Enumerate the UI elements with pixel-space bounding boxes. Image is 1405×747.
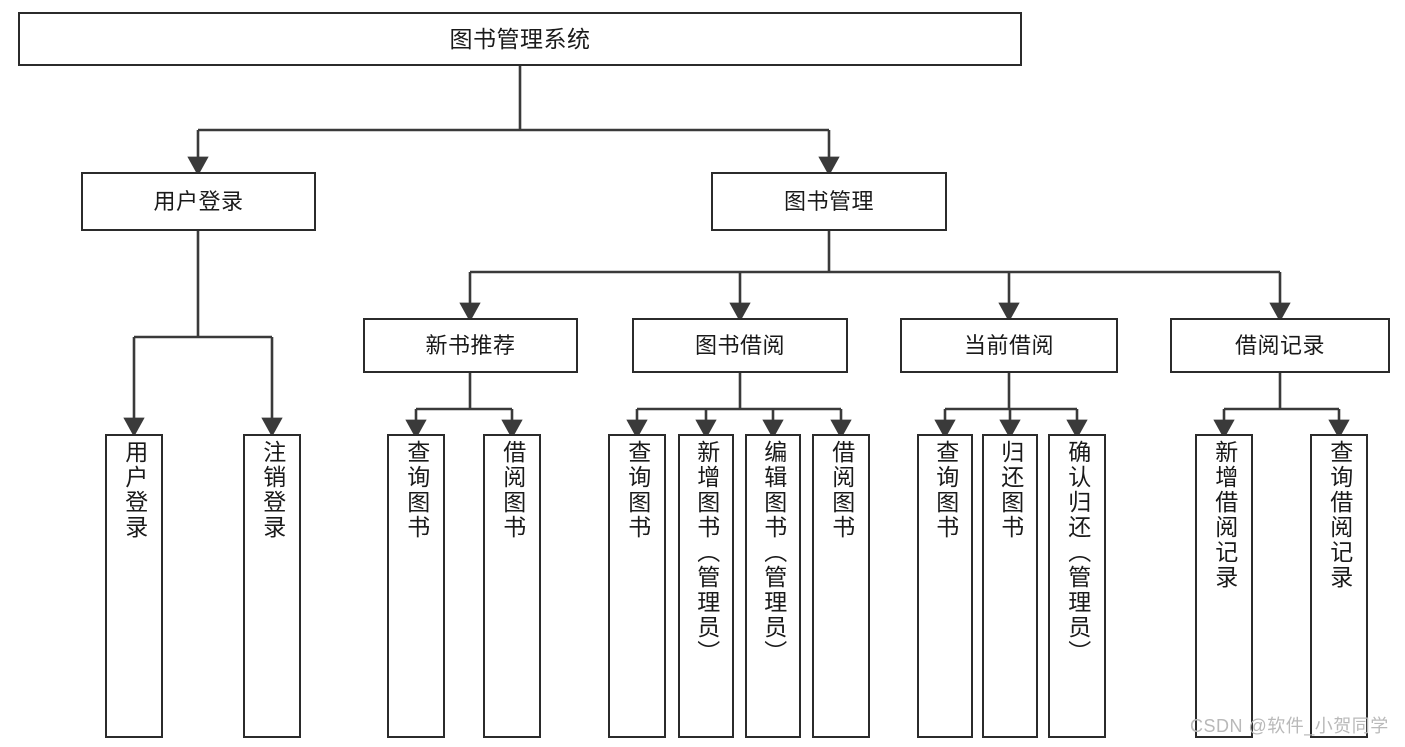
node-label: 查询图书	[932, 440, 959, 540]
node-label: 图书借阅	[694, 332, 785, 358]
node-label: 当前借阅	[963, 332, 1054, 358]
node-book-borrow[interactable]: 图书借阅	[632, 318, 848, 373]
node-new-book-recommend[interactable]: 新书推荐	[363, 318, 578, 373]
leaf-return-book[interactable]: 归还图书	[982, 434, 1038, 738]
node-label: 归还图书	[997, 440, 1024, 540]
node-label: 查询借阅记录	[1326, 440, 1353, 590]
node-label: 编辑图书（管理员）	[760, 440, 787, 665]
node-book-manage-module[interactable]: 图书管理	[711, 172, 947, 231]
leaf-query-book-3[interactable]: 查询图书	[917, 434, 973, 738]
node-label: 查询图书	[624, 440, 651, 540]
leaf-borrow-book-2[interactable]: 借阅图书	[812, 434, 870, 738]
leaf-add-borrow-record[interactable]: 新增借阅记录	[1195, 434, 1253, 738]
edge-paths	[123, 66, 1350, 439]
leaf-query-borrow-record[interactable]: 查询借阅记录	[1310, 434, 1368, 738]
leaf-borrow-book-1[interactable]: 借阅图书	[483, 434, 541, 738]
node-label: 新增借阅记录	[1211, 440, 1238, 590]
node-label: 借阅图书	[499, 440, 526, 540]
node-label: 用户登录	[121, 440, 148, 540]
leaf-confirm-return-admin[interactable]: 确认归还（管理员）	[1048, 434, 1106, 738]
node-label: 图书管理	[783, 188, 874, 214]
node-root-system[interactable]: 图书管理系统	[18, 12, 1022, 66]
leaf-query-book-1[interactable]: 查询图书	[387, 434, 445, 738]
node-label: 借阅记录	[1234, 332, 1325, 358]
node-label: 图书管理系统	[449, 25, 591, 52]
node-current-borrow[interactable]: 当前借阅	[900, 318, 1118, 373]
node-label: 确认归还（管理员）	[1064, 440, 1091, 665]
leaf-edit-book-admin[interactable]: 编辑图书（管理员）	[745, 434, 801, 738]
leaf-logout[interactable]: 注销登录	[243, 434, 301, 738]
leaf-add-book-admin[interactable]: 新增图书（管理员）	[678, 434, 734, 738]
leaf-user-login[interactable]: 用户登录	[105, 434, 163, 738]
node-label: 新增图书（管理员）	[693, 440, 720, 665]
node-label: 查询图书	[403, 440, 430, 540]
node-borrow-record[interactable]: 借阅记录	[1170, 318, 1390, 373]
node-label: 新书推荐	[425, 332, 516, 358]
node-label: 借阅图书	[828, 440, 855, 540]
node-label: 注销登录	[259, 440, 286, 540]
csdn-watermark: CSDN @软件_小贺同学	[1190, 716, 1389, 736]
leaf-query-book-2[interactable]: 查询图书	[608, 434, 666, 738]
node-user-login-module[interactable]: 用户登录	[81, 172, 316, 231]
node-label: 用户登录	[153, 188, 244, 214]
